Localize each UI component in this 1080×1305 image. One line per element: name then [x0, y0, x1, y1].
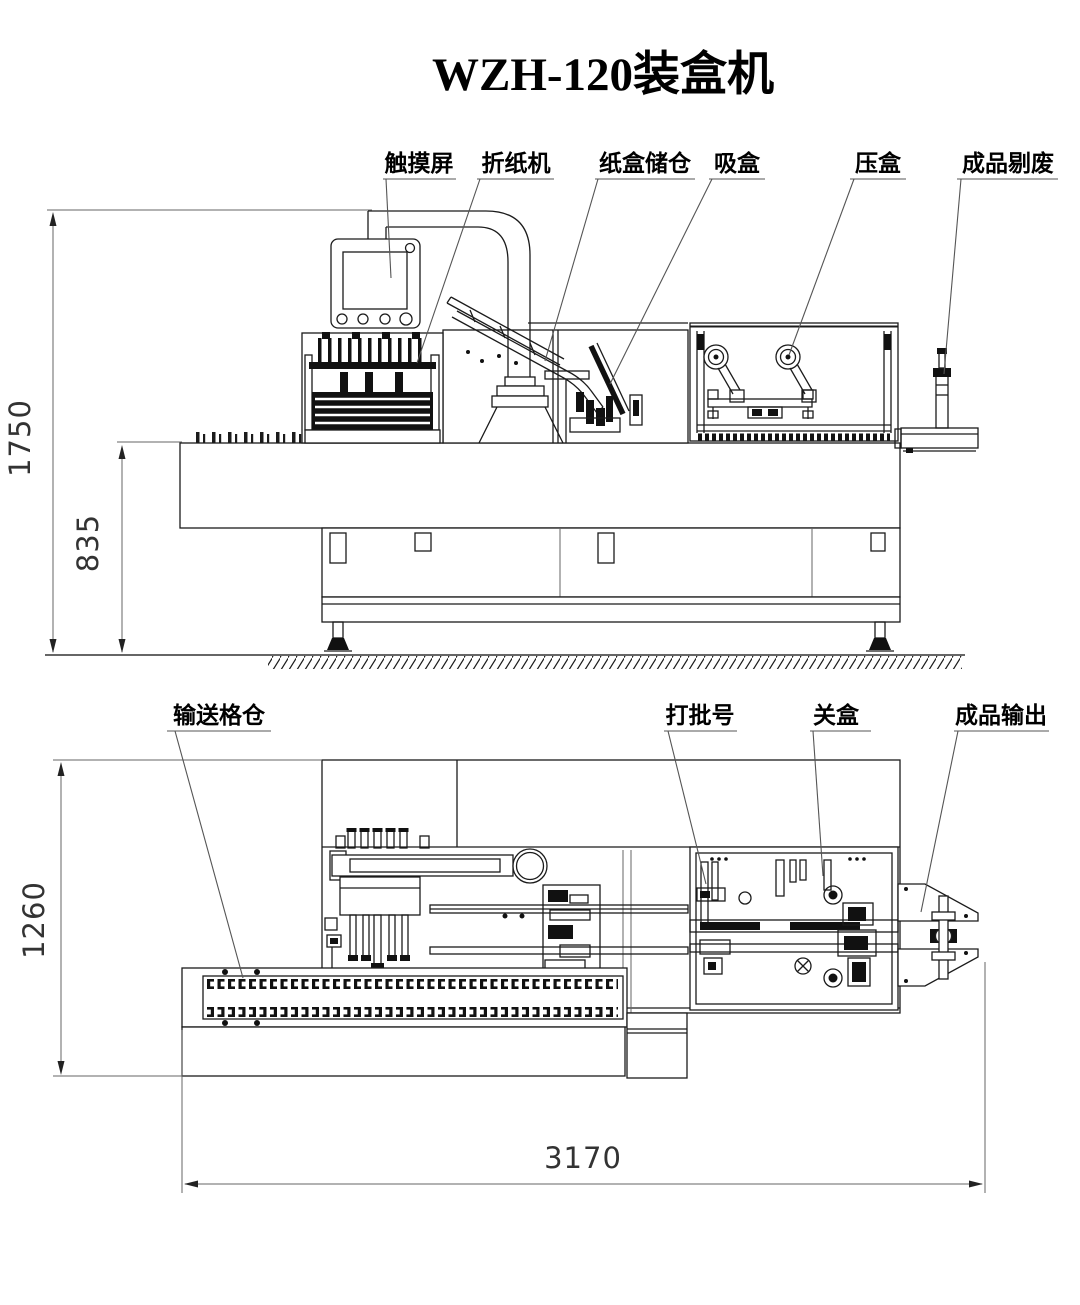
plan-labels: 输送格仓 打批号 关盒 成品输出 — [167, 702, 1049, 979]
machine-base — [321, 527, 901, 652]
label-press: 压盒 — [855, 150, 902, 176]
press-roller-arm — [703, 344, 745, 403]
touch-screen-panel — [330, 238, 421, 329]
rotary-wheel — [512, 848, 548, 884]
panel-indicator — [404, 242, 416, 254]
label-paper-folder: 折纸机 — [482, 150, 551, 176]
box-closing-unit — [689, 846, 899, 1011]
label-suction: 吸盒 — [714, 150, 761, 176]
ground-hatching — [268, 656, 962, 669]
conveyor-buckets — [206, 977, 618, 1019]
suction-unit — [544, 342, 643, 443]
leveling-foot-left — [324, 621, 352, 652]
panel-button — [379, 313, 391, 325]
page-title: WZH-120装盒机 — [432, 49, 774, 101]
plan-dimensions: 1260 3170 — [17, 759, 986, 1193]
plan-view: 1260 3170 输送格仓 打批号 关盒 成品输出 — [17, 702, 1049, 1193]
label-batch-code: 打批号 — [666, 702, 735, 728]
front-labels: 触摸屏 折纸机 纸盒储仓 吸盒 压盒 成品剔废 — [383, 150, 1058, 385]
machine-table — [179, 432, 901, 529]
guide-rail — [429, 946, 689, 955]
conveyor-base-plate — [181, 1026, 626, 1077]
reject-unit — [894, 348, 979, 453]
paper-folding-unit — [301, 332, 444, 444]
front-dimensions: 1750 835 — [3, 209, 372, 653]
batch-printer-housing — [626, 1012, 688, 1079]
ground-line — [45, 654, 965, 669]
label-box-close: 关盒 — [813, 702, 860, 728]
reject-cylinder — [935, 375, 949, 429]
conveyor-magazine — [181, 967, 628, 1077]
label-carton-magazine: 纸盒储仓 — [599, 150, 692, 176]
label-output: 成品输出 — [955, 702, 1047, 728]
dimension-3170: 3170 — [544, 1141, 622, 1175]
panel-button — [399, 312, 413, 326]
magazine-pedestal — [478, 376, 564, 444]
dimension-1750: 1750 — [3, 399, 37, 477]
leveling-foot-right — [866, 621, 894, 652]
label-reject: 成品剔废 — [962, 150, 1054, 176]
front-view: 1750 835 触摸屏 折纸机 纸盒储仓 吸盒 压盒 成品剔废 — [3, 150, 1058, 669]
monitor-arm — [367, 210, 531, 378]
label-conveyor: 输送格仓 — [173, 702, 266, 728]
screen — [342, 251, 408, 310]
label-touch-screen: 触摸屏 — [385, 150, 454, 176]
output-bracket — [897, 883, 979, 987]
panel-button — [357, 313, 369, 325]
dimension-835: 835 — [71, 514, 105, 572]
plan-center-assembly — [324, 828, 689, 1008]
panel-button — [336, 313, 348, 325]
dimension-1260: 1260 — [17, 881, 51, 959]
transfer-arm — [331, 854, 514, 877]
